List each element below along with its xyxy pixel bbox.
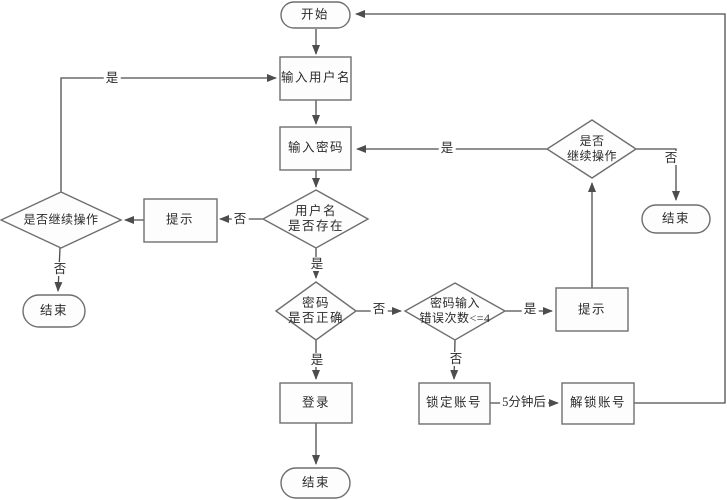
username-exists-label: 用户名 是否存在 <box>288 204 344 234</box>
error-count-label-line1: 密码输入 <box>429 296 481 310</box>
edge-label-no-continue-left: 否 <box>51 262 69 276</box>
end-right-label: 结束 <box>661 211 691 226</box>
input-username-node-shape <box>279 56 352 101</box>
input-username-label: 输入用户名 <box>280 70 352 85</box>
end-left-node-shape <box>22 294 86 328</box>
end-bottom-node-shape <box>280 467 351 499</box>
continue-right-label-line2: 继续操作 <box>566 149 618 163</box>
username-exists-label-line1: 用户名 <box>294 204 338 218</box>
lock-account-label: 锁定账号 <box>425 395 483 410</box>
password-correct-label: 密码 是否正确 <box>288 296 344 326</box>
prompt-right-label: 提示 <box>577 302 607 317</box>
username-exists-label-line2: 是否存在 <box>287 219 345 233</box>
end-right-node-shape <box>641 204 711 234</box>
end-bottom-label: 结束 <box>301 475 331 490</box>
password-correct-label-line2: 是否正确 <box>287 311 345 325</box>
start-node-shape <box>280 1 351 29</box>
prompt-left-label: 提示 <box>165 212 195 227</box>
unlock-account-label: 解锁账号 <box>569 395 627 410</box>
username-exists-decision-shape <box>261 189 370 249</box>
edge-label-no-password-correct: 否 <box>370 302 388 316</box>
edge-label-after-5-minutes: 5分钟后 <box>500 395 548 409</box>
edge-label-no-username-exists: 否 <box>231 212 249 226</box>
login-label: 登录 <box>301 395 331 410</box>
edge-unlock-account-to-start <box>355 10 726 404</box>
edge-continue-right-no-to-end-right <box>636 148 680 201</box>
prompt-left-node-shape <box>143 198 218 243</box>
edge-label-no-continue-right: 否 <box>662 151 680 165</box>
password-correct-label-line1: 密码 <box>301 296 331 310</box>
edge-label-yes-continue-left: 是 <box>103 71 121 85</box>
unlock-account-node-shape <box>561 382 635 425</box>
continue-right-label: 是否 继续操作 <box>567 134 617 164</box>
edge-label-yes-password-correct: 是 <box>308 353 326 367</box>
error-count-label-line2: 错误次数<=4 <box>419 311 491 325</box>
edge-label-yes-continue-right: 是 <box>438 141 456 155</box>
edge-label-yes-error-count: 是 <box>521 302 539 316</box>
input-password-label: 输入密码 <box>287 140 345 155</box>
prompt-right-node-shape <box>555 287 629 332</box>
edge-continue-left-yes-to-input-username <box>60 74 277 192</box>
end-left-label: 结束 <box>39 303 69 318</box>
input-password-node-shape <box>279 126 352 171</box>
continue-left-decision-shape <box>0 191 123 249</box>
error-count-label: 密码输入 错误次数<=4 <box>419 296 490 326</box>
continue-right-decision-shape <box>545 119 638 179</box>
start-label: 开始 <box>300 7 330 22</box>
login-node-shape <box>279 382 353 424</box>
edge-label-yes-username-exists: 是 <box>308 257 326 271</box>
password-correct-decision-shape <box>274 281 358 341</box>
error-count-decision-shape <box>403 282 507 341</box>
continue-left-label: 是否继续操作 <box>23 212 99 227</box>
edge-label-no-error-count: 否 <box>447 352 465 366</box>
continue-right-label-line1: 是否 <box>579 134 605 148</box>
lock-account-node-shape <box>418 382 491 425</box>
